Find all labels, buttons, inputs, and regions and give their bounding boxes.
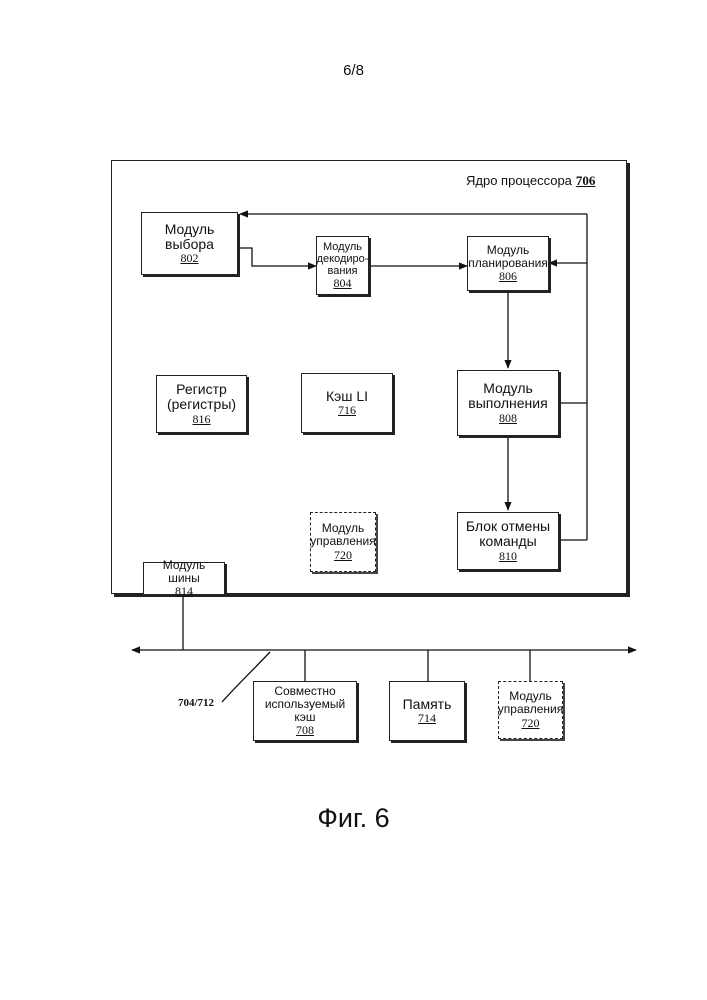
execute-module: Модуль выполнения 808: [457, 370, 559, 436]
decode-module-ref: 804: [334, 277, 352, 290]
schedule-module: Модуль планирования 806: [467, 236, 549, 291]
control-module-external: Модуль управления 720: [498, 681, 563, 739]
l1-cache: Кэш LI 716: [301, 373, 393, 433]
registers-module: Регистр (регистры) 816: [156, 375, 247, 433]
control-module-core: Модуль управления 720: [310, 512, 376, 572]
shared-cache-ref: 708: [296, 724, 314, 737]
memory-module-ref: 714: [418, 712, 436, 725]
control-module-core-ref: 720: [334, 549, 352, 562]
decode-module: Модуль декодиро- вания 804: [316, 236, 369, 295]
control-module-external-ref: 720: [522, 717, 540, 730]
fetch-module-ref: 802: [181, 252, 199, 265]
l1-cache-ref: 716: [338, 404, 356, 417]
memory-module: Память 714: [389, 681, 465, 741]
processor-core-ref: 706: [576, 173, 596, 188]
schedule-module-ref: 806: [499, 270, 517, 283]
shared-cache: Совместно используемый кэш 708: [253, 681, 357, 741]
figure-caption: Фиг. 6: [0, 803, 707, 834]
bus-label: 704/712: [178, 697, 214, 709]
retire-unit: Блок отмены команды 810: [457, 512, 559, 570]
processor-core-title: Ядро процессора706: [466, 173, 595, 189]
bus-module: Модуль шины 814: [143, 562, 225, 595]
fetch-module: Модуль выбора 802: [141, 212, 238, 275]
bus-module-ref: 814: [175, 585, 193, 598]
registers-module-ref: 816: [193, 413, 211, 426]
execute-module-ref: 808: [499, 412, 517, 425]
retire-unit-ref: 810: [499, 550, 517, 563]
